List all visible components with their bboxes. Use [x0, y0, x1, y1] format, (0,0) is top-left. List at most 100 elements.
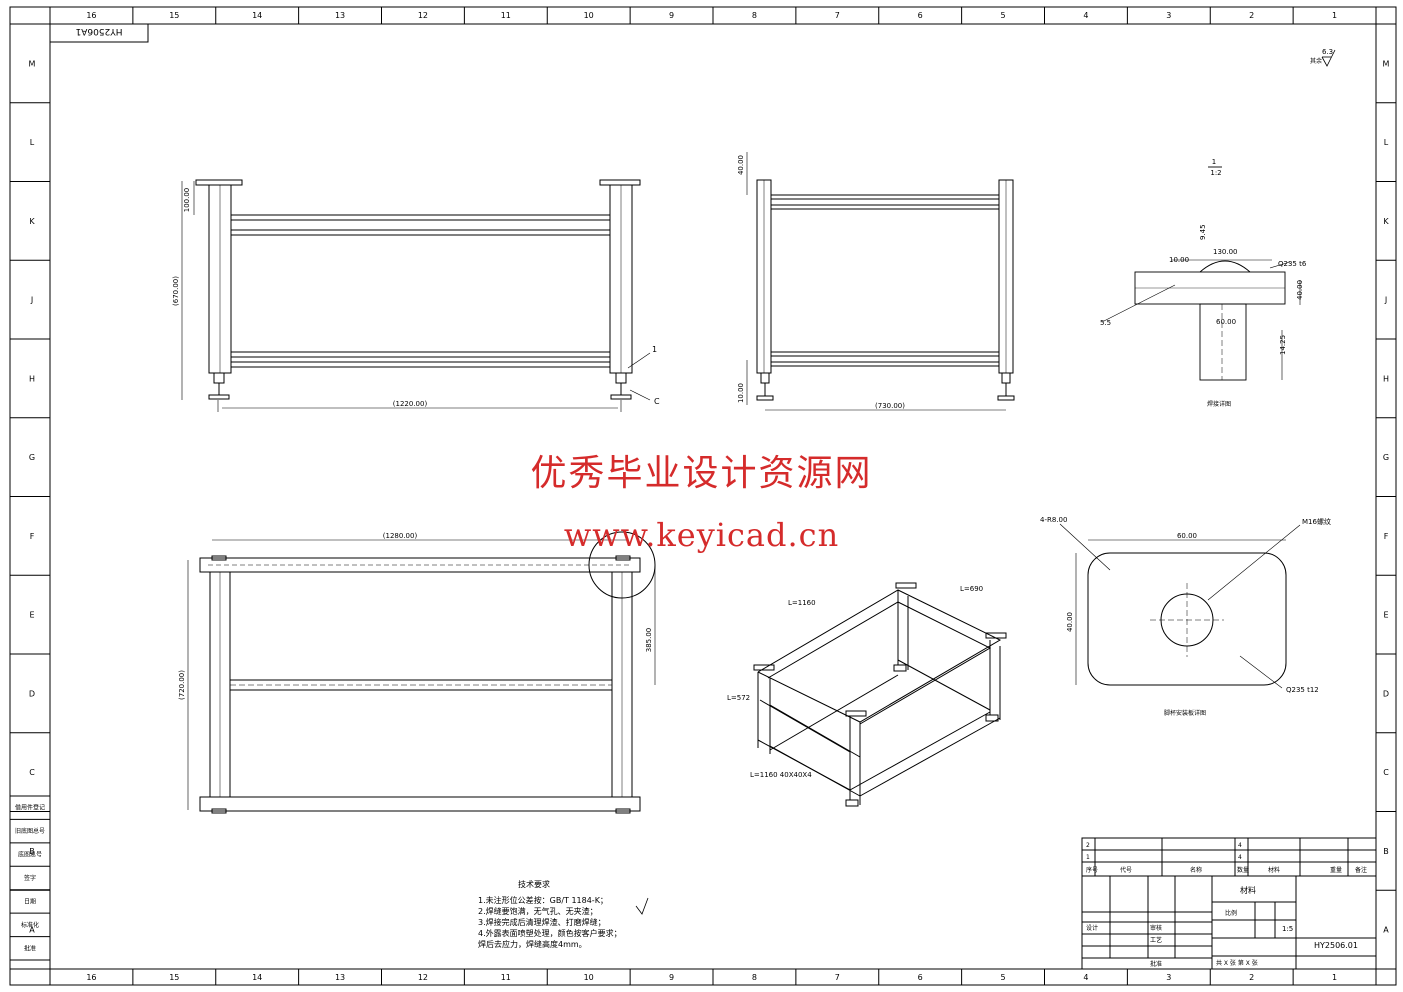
left-stamp-label: 旧底图总号 [15, 827, 45, 835]
row-label-right: D [1383, 689, 1389, 698]
col-label-bottom: 2 [1249, 973, 1254, 982]
left-stamp-label: 底图总号 [18, 851, 42, 859]
row-label-left: L [30, 138, 35, 147]
col-label-bottom: 5 [1001, 973, 1006, 982]
col-label-bottom: 16 [86, 973, 96, 982]
drawing-code-mirrored: HY2506A1 [75, 26, 122, 36]
detail-dim-945: 9.45 [1199, 224, 1207, 240]
watermark-title: 优秀毕业设计资源网 [530, 453, 873, 494]
row-label-left: M [29, 59, 36, 68]
detail-dim-40: 40.00 [1296, 280, 1304, 300]
roughness-label: 其余 [1310, 57, 1322, 65]
detail-dim-130: 130.00 [1213, 248, 1238, 256]
inner-frame [49, 23, 1377, 970]
detail-b [1101, 166, 1301, 381]
iso-label-l572: L=572 [727, 694, 750, 702]
side-dim-top: 40.00 [737, 155, 745, 175]
col-label-top: 3 [1166, 11, 1171, 20]
tb-designer: 设计 [1086, 924, 1098, 932]
foot-plate [1059, 523, 1301, 689]
row-label-right: B [1383, 847, 1389, 856]
tb-h-name: 名称 [1190, 866, 1202, 874]
row-label-left: G [29, 453, 35, 462]
col-label-top: 10 [584, 11, 594, 20]
tb-part-qty: 4 [1238, 842, 1242, 849]
col-label-bottom: 15 [169, 973, 179, 982]
roughness-mark-icon [635, 897, 649, 915]
tb-part-no: 1 [1086, 854, 1090, 861]
row-label-left: E [29, 611, 34, 620]
col-label-top: 8 [752, 11, 757, 20]
tb-h-qty: 数量 [1237, 866, 1249, 874]
tb-h-code: 代号 [1120, 866, 1132, 874]
col-label-bottom: 12 [418, 973, 428, 982]
tb-checker: 审核 [1150, 924, 1162, 932]
row-label-right: A [1383, 926, 1389, 935]
tb-sheet-info: 共 X 张 第 X 张 [1216, 959, 1258, 967]
watermark-url[interactable]: www.keyicad.cn [563, 516, 840, 554]
row-label-left: B [29, 847, 35, 856]
row-label-left: A [29, 926, 35, 935]
detail-dim-10: 10.00 [1169, 256, 1189, 264]
row-label-right: J [1384, 296, 1387, 305]
tech-req-lines: 1.未注形位公差按：GB/T 1184-K；2.焊缝要饱满，无气孔、无夹渣；3.… [478, 895, 622, 949]
left-stamp-label: 借用件登记 [15, 804, 45, 812]
tech-req-line: 3.焊接完成后清理焊渣、打磨焊缝； [478, 917, 606, 927]
row-label-left: H [29, 374, 35, 383]
col-label-top: 12 [418, 11, 428, 20]
detail-weld-size: 5.5 [1100, 319, 1111, 327]
detail-scale-num: 1 [1212, 158, 1216, 166]
iso-label-l690: L=690 [960, 585, 983, 593]
tb-scale-label: 比例 [1225, 909, 1237, 917]
iso-view [753, 582, 1007, 807]
tech-req-line: 1.未注形位公差按：GB/T 1184-K； [478, 895, 608, 905]
detail-dim-60: 60.00 [1216, 318, 1236, 326]
roughness-symbol: 其余 6.3 [1310, 48, 1336, 67]
tech-req-title: 技术要求 [518, 879, 550, 889]
iso-label-l1160-profile: L=1160 40X40X4 [750, 771, 812, 779]
col-label-top: 7 [835, 11, 840, 20]
front-view-dims [181, 181, 622, 412]
col-label-bottom: 4 [1083, 973, 1088, 982]
side-view [756, 179, 1015, 401]
tb-part-no: 2 [1086, 842, 1090, 849]
front-dim-width: (1220.00) [393, 400, 428, 408]
row-label-right: G [1383, 453, 1389, 462]
col-label-top: 2 [1249, 11, 1254, 20]
tb-h-material: 材料 [1268, 866, 1280, 874]
tb-approver: 批准 [1150, 960, 1162, 968]
col-label-top: 11 [501, 11, 511, 20]
row-label-right: K [1383, 217, 1389, 226]
col-label-bottom: 7 [835, 973, 840, 982]
tech-req-line: 4.外露表面喷塑处理，颜色按客户要求； [478, 928, 622, 938]
col-label-top: 6 [918, 11, 923, 20]
col-label-top: 5 [1001, 11, 1006, 20]
row-label-left: C [29, 768, 35, 777]
detail-dim-1425: 14.25 [1279, 335, 1287, 355]
col-label-top: 14 [252, 11, 262, 20]
drawing-code-box: HY2506A1 [49, 23, 149, 43]
row-label-right: E [1383, 611, 1388, 620]
tb-scale: 1:5 [1282, 925, 1293, 933]
side-dim-width: (730.00) [875, 402, 905, 410]
roughness-value: 6.3 [1322, 48, 1333, 56]
left-stamp-label: 日期 [24, 897, 36, 905]
col-label-top: 15 [169, 11, 179, 20]
col-label-top: 4 [1083, 11, 1088, 20]
tb-unit: 材料 [1240, 885, 1256, 895]
row-label-right: H [1383, 374, 1389, 383]
left-stamp-label: 标准化 [21, 921, 39, 929]
tech-req-line: 2.焊缝要饱满，无气孔、无夹渣； [478, 906, 598, 916]
tb-process: 工艺 [1150, 936, 1162, 944]
foot-plate-width: 60.00 [1177, 532, 1197, 540]
title-block [1081, 837, 1377, 970]
col-label-top: 16 [86, 11, 96, 20]
col-label-bottom: 3 [1166, 973, 1171, 982]
foot-plate-caption: 脚杯安装板详图 [1164, 709, 1206, 717]
row-label-right: L [1384, 138, 1389, 147]
foot-plate-height: 40.00 [1066, 612, 1074, 632]
tb-part-qty: 4 [1238, 854, 1242, 861]
top-dim-height: (720.00) [178, 670, 186, 700]
foot-plate-radius: 4-R8.00 [1040, 516, 1067, 524]
